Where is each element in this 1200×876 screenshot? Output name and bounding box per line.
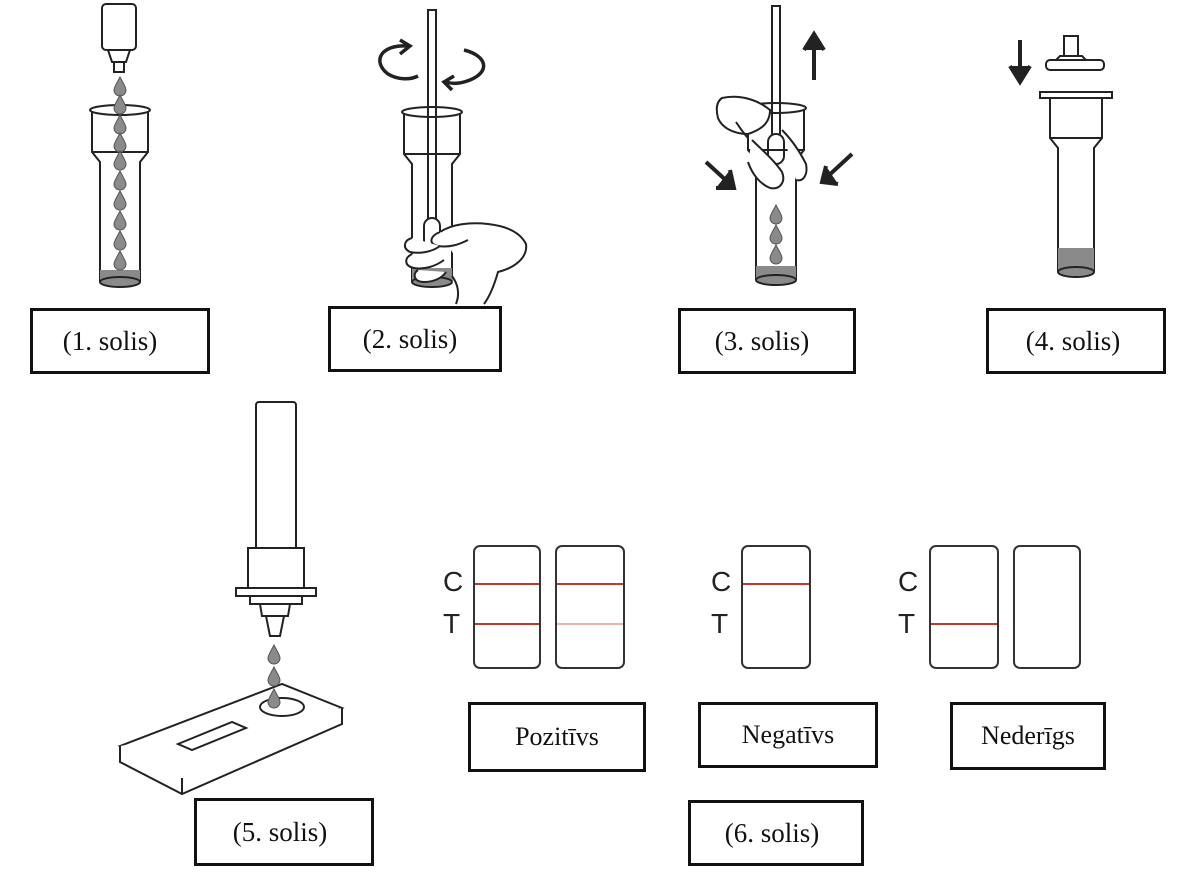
dropper-bottle-icon xyxy=(101,3,137,73)
invalid-strip-1 xyxy=(929,545,999,669)
step-2-label: (2. solis) xyxy=(328,306,502,372)
hand-icon xyxy=(715,95,808,190)
extraction-tube-icon xyxy=(235,401,317,637)
test-marker: T xyxy=(711,608,729,639)
up-arrow-icon xyxy=(802,30,826,80)
step1-illustration xyxy=(89,3,151,288)
step-3-label: (3. solis) xyxy=(678,308,856,374)
swab-stick-icon xyxy=(427,9,437,221)
down-arrow-icon xyxy=(1008,40,1032,86)
step2-illustration xyxy=(378,9,528,305)
invalid-strip-2 xyxy=(1013,545,1081,669)
negative-strip xyxy=(741,545,811,669)
extraction-tube-icon xyxy=(1039,91,1113,278)
result-strips xyxy=(473,545,1081,669)
squeeze-arrows-icon xyxy=(704,152,854,190)
control-marker: C xyxy=(711,566,732,597)
control-marker: C xyxy=(443,566,464,597)
test-marker: T xyxy=(898,608,916,639)
drops-icon xyxy=(267,644,281,709)
hand-icon xyxy=(404,222,528,305)
positive-strip-1 xyxy=(473,545,541,669)
step4-illustration xyxy=(1008,35,1113,278)
invalid-label: Nederīgs xyxy=(950,702,1106,770)
step3-illustration xyxy=(704,5,854,286)
negative-label: Negatīvs xyxy=(698,702,878,768)
test-marker: T xyxy=(443,608,461,639)
step-6-label: (6. solis) xyxy=(688,800,864,866)
step-5-label: (5. solis) xyxy=(194,798,374,866)
control-marker: C xyxy=(898,566,919,597)
positive-label: Pozitīvs xyxy=(468,702,646,772)
test-cassette-icon xyxy=(117,682,345,796)
step5-illustration xyxy=(117,401,345,796)
result-lines xyxy=(475,583,997,625)
drops-icon xyxy=(769,204,783,265)
drops-icon xyxy=(113,76,127,271)
step-4-label: (4. solis) xyxy=(986,308,1166,374)
rotate-arrows-icon xyxy=(378,38,486,92)
step-1-label: (1. solis) xyxy=(30,308,210,374)
dropper-cap-icon xyxy=(1045,35,1105,71)
positive-strip-2 xyxy=(555,545,625,669)
